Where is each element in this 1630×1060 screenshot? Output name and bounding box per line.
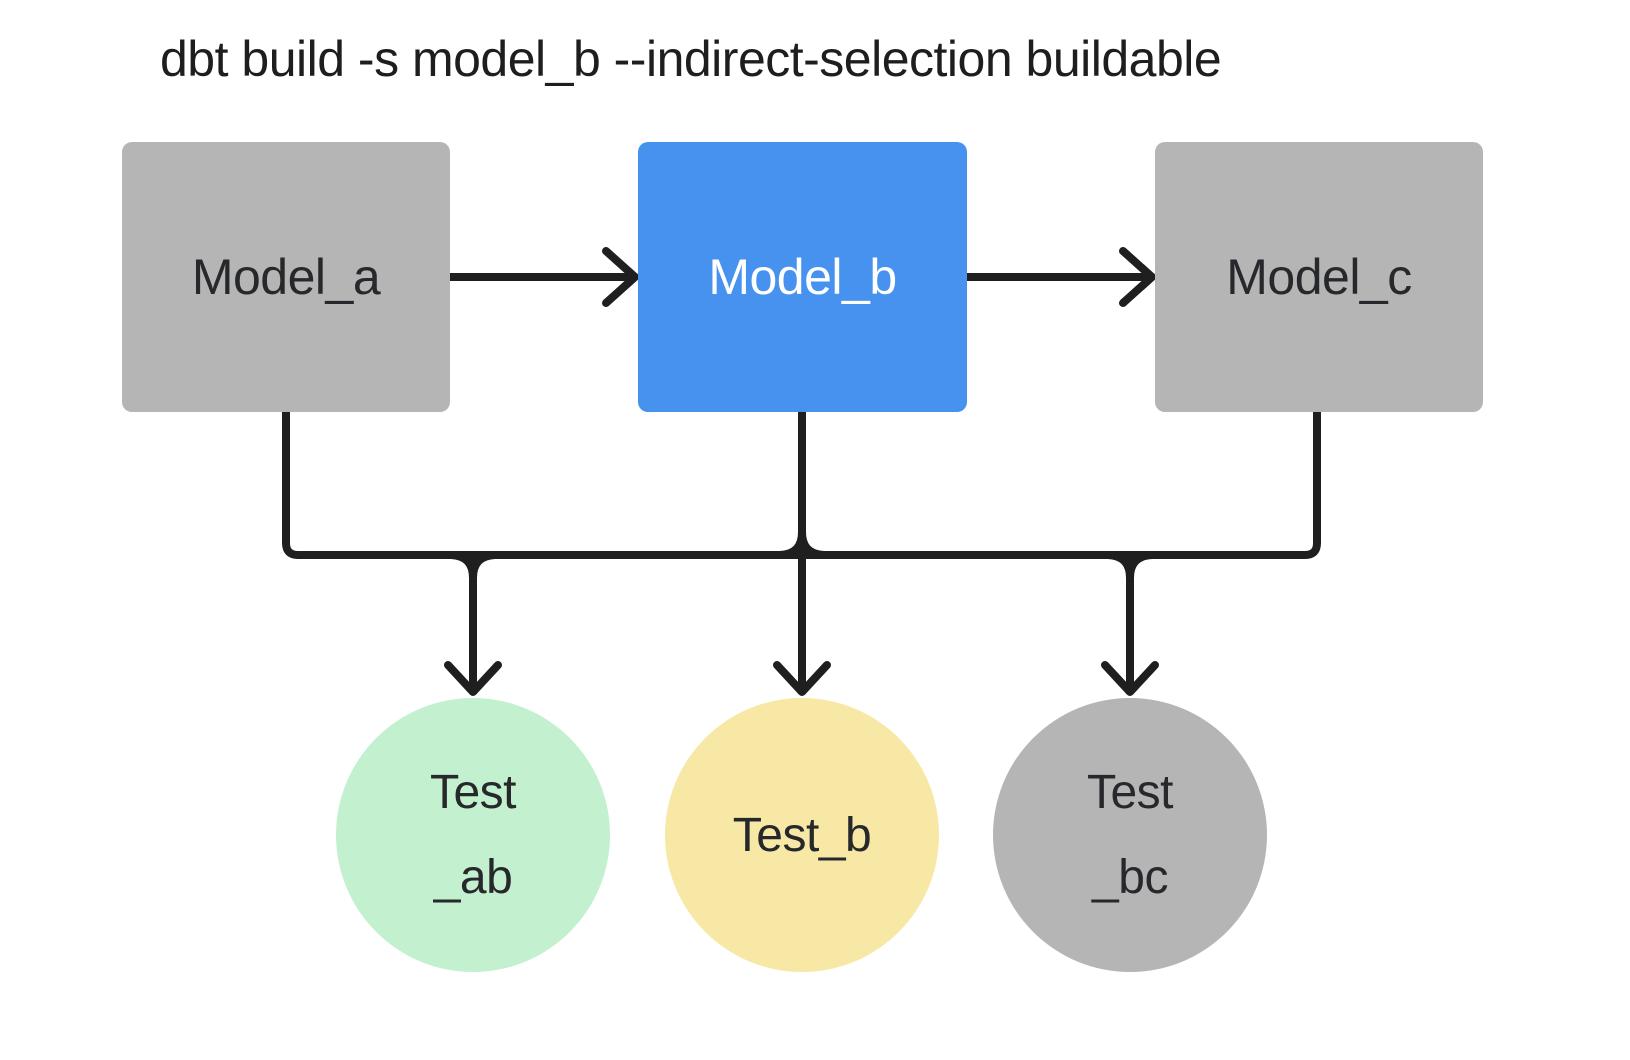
arrowhead-down-testab [444,661,502,696]
node-test-bc-label-line2: _bc [1092,851,1168,904]
node-test-bc-label-line1: Test [1086,766,1174,819]
node-model-b: Model_b [638,142,967,412]
arrowhead-right-modelb [602,247,639,307]
node-test-b-label: Test_b [732,808,872,862]
node-test-ab-label-line2: _ab [433,851,513,904]
arrowhead-right-modelc [1119,247,1156,307]
node-test-ab-label-line1: Test [429,766,517,819]
node-model-a-label: Model_a [191,249,381,305]
node-test-ab: Test _ab [336,698,610,972]
arrowhead-down-testbc [1101,661,1159,696]
node-model-a: Model_a [122,142,450,412]
edge-group [282,247,1321,696]
node-test-bc: Test _bc [993,698,1267,972]
junction-fillet [798,528,828,559]
node-test-b: Test_b [665,698,939,972]
junction-fillet [1126,551,1156,582]
node-model-c-label: Model_c [1226,249,1412,305]
junction-fillet [469,551,499,582]
node-model-b-label: Model_b [708,249,897,305]
arrowhead-down-testb [773,661,831,696]
diagram-title: dbt build -s model_b --indirect-selectio… [160,31,1222,87]
node-model-c: Model_c [1155,142,1483,412]
